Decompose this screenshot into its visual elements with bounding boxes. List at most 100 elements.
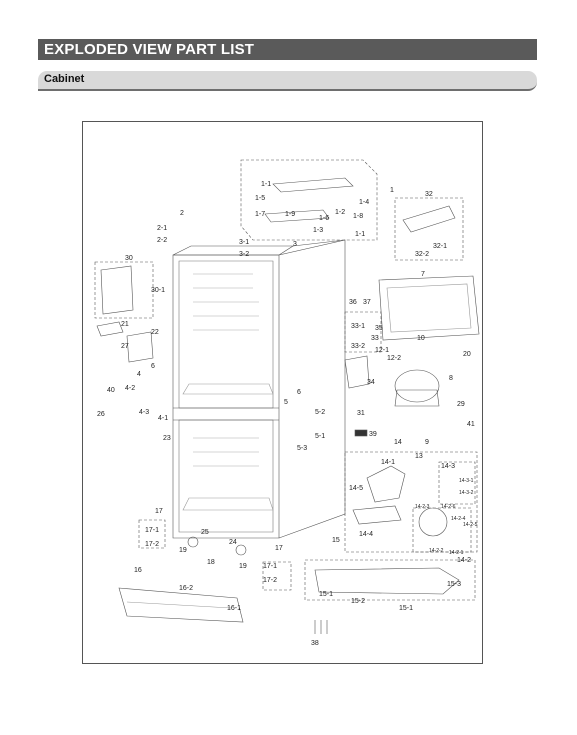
label-33-1: 33-1 (351, 323, 365, 330)
part-7-back-panel (378, 275, 480, 341)
label-1-3: 1-3 (313, 227, 323, 234)
label-15-1a: 15-1 (319, 591, 333, 598)
label-5-1: 5-1 (315, 433, 325, 440)
section-header: Cabinet (38, 71, 537, 91)
label-18: 18 (207, 559, 215, 566)
label-41: 41 (467, 421, 475, 428)
label-6b: 6 (297, 389, 301, 396)
label-13: 13 (415, 453, 423, 460)
label-29: 29 (457, 401, 465, 408)
label-26: 26 (97, 411, 105, 418)
label-14-3-1: 14-3-1 (459, 478, 474, 484)
label-27: 27 (121, 343, 129, 350)
label-1-6: 1-6 (319, 215, 329, 222)
label-2-2: 2-2 (157, 237, 167, 244)
part-33-group (344, 311, 382, 353)
part-15-base-plate (304, 559, 476, 601)
part-39 (354, 429, 368, 437)
label-30: 30 (125, 255, 133, 262)
label-8: 8 (449, 375, 453, 382)
label-33: 33 (371, 335, 379, 342)
label-10: 10 (417, 335, 425, 342)
label-16-2: 16-2 (179, 585, 193, 592)
label-14-3: 14-3 (441, 463, 455, 470)
part-30-cover (94, 261, 154, 319)
label-17a: 17 (155, 508, 163, 515)
label-16-1: 16-1 (227, 605, 241, 612)
part-32 (394, 197, 464, 261)
label-17b: 17 (275, 545, 283, 552)
cabinet-body (172, 239, 346, 539)
label-21: 21 (121, 321, 129, 328)
exploded-view-diagram: 1 1-1 1-2 1-3 1-4 1-5 1-6 1-7 1-8 1-9 1-… (82, 121, 483, 664)
label-15: 15 (332, 537, 340, 544)
label-15-3: 15-3 (447, 581, 461, 588)
label-14-3-2: 14-3-2 (459, 490, 474, 496)
label-35: 35 (375, 325, 383, 332)
label-37: 37 (363, 299, 371, 306)
label-1-1: 1-1 (261, 181, 271, 188)
part-21 (96, 321, 124, 337)
label-14-2-6: 14-2-6 (441, 504, 456, 510)
label-32-1: 32-1 (433, 243, 447, 250)
label-24: 24 (229, 539, 237, 546)
label-14-1: 14-1 (381, 459, 395, 466)
label-5-2: 5-2 (315, 409, 325, 416)
label-15-2: 15-2 (351, 598, 365, 605)
label-3: 3 (293, 241, 297, 248)
label-1-4: 1-4 (359, 199, 369, 206)
part-34-condenser (344, 355, 370, 389)
page-header: EXPLODED VIEW PART LIST (38, 39, 537, 60)
label-2: 2 (180, 210, 184, 217)
label-14-2-1: 14-2-1 (449, 550, 464, 556)
label-15-1b: 15-1 (399, 605, 413, 612)
label-9: 9 (425, 439, 429, 446)
label-14-2-2: 14-2-2 (429, 548, 444, 554)
label-39: 39 (369, 431, 377, 438)
label-4-1: 4-1 (158, 415, 168, 422)
label-3-2: 3-2 (239, 251, 249, 258)
label-36: 36 (349, 299, 357, 306)
label-23: 23 (163, 435, 171, 442)
label-33-2: 33-2 (351, 343, 365, 350)
label-14-4: 14-4 (359, 531, 373, 538)
part-38-screws (314, 620, 328, 634)
part-19-wheel-right (235, 544, 247, 556)
diagram-canvas: 1 1-1 1-2 1-3 1-4 1-5 1-6 1-7 1-8 1-9 1-… (94, 159, 480, 647)
label-25: 25 (201, 529, 209, 536)
section-title: Cabinet (44, 73, 85, 85)
label-14-2-5: 14-2-5 (463, 522, 478, 528)
part-22 (126, 331, 154, 363)
label-4: 4 (137, 371, 141, 378)
label-19b: 19 (239, 563, 247, 570)
part-1-top-cover (240, 159, 378, 241)
label-5: 5 (284, 399, 288, 406)
label-5-3: 5-3 (297, 445, 307, 452)
label-14-5: 14-5 (349, 485, 363, 492)
label-40: 40 (107, 387, 115, 394)
label-2-1: 2-1 (157, 225, 167, 232)
label-19a: 19 (179, 547, 187, 554)
label-1-5: 1-5 (255, 195, 265, 202)
label-32: 32 (425, 191, 433, 198)
label-32-2: 32-2 (415, 251, 429, 258)
label-1-9: 1-9 (285, 211, 295, 218)
label-7: 7 (421, 271, 425, 278)
label-14-2-3: 14-2-3 (415, 504, 430, 510)
label-30-1: 30-1 (151, 287, 165, 294)
label-20: 20 (463, 351, 471, 358)
label-14-2: 14-2 (457, 557, 471, 564)
label-22: 22 (151, 329, 159, 336)
part-19-wheel-left (187, 536, 199, 548)
label-4-3: 4-3 (139, 409, 149, 416)
label-12-2: 12-2 (387, 355, 401, 362)
part-17-group-right (262, 561, 292, 591)
label-1-8: 1-8 (353, 213, 363, 220)
page-title: EXPLODED VIEW PART LIST (44, 41, 255, 58)
label-1-2: 1-2 (335, 209, 345, 216)
label-4-2: 4-2 (125, 385, 135, 392)
label-1-1b: 1-1 (355, 231, 365, 238)
label-31: 31 (357, 410, 365, 417)
label-14-2-4: 14-2-4 (451, 516, 466, 522)
label-17-2a: 17-2 (145, 541, 159, 548)
